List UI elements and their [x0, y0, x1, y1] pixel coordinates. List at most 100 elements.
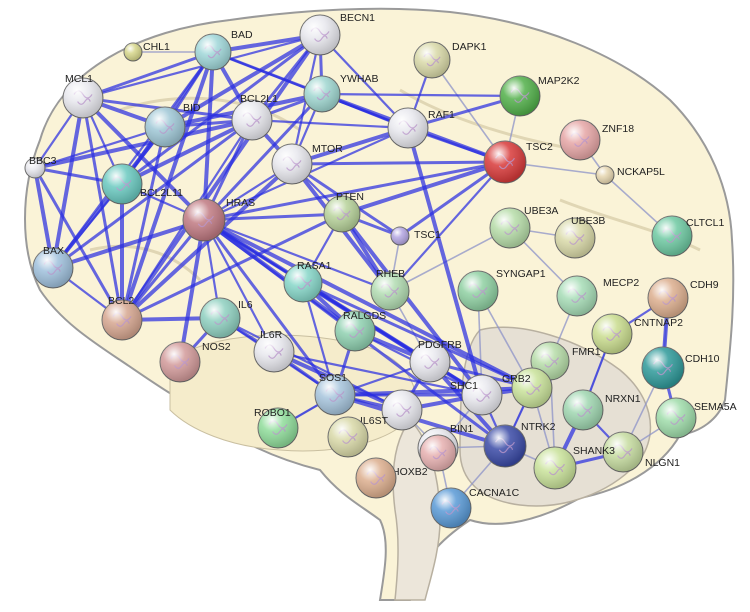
node-chl1[interactable]: CHL1: [123, 41, 170, 62]
node-znf18[interactable]: ZNF18: [559, 119, 634, 161]
node-gloss: [160, 342, 200, 382]
node-il6[interactable]: IL6: [199, 297, 253, 339]
node-label: NRXN1: [605, 393, 641, 405]
edge-hras-grb2: [203, 218, 533, 390]
node-sos1[interactable]: SOS1: [314, 372, 356, 416]
node-bid[interactable]: BID: [144, 102, 201, 148]
node-extra-orange[interactable]: [355, 457, 397, 499]
node-sema5a[interactable]: SEMA5A: [655, 397, 737, 439]
node-cdh10[interactable]: CDH10: [641, 346, 720, 390]
node-hras[interactable]: HRAS: [182, 197, 255, 242]
node-label: HRAS: [226, 197, 255, 209]
node-il6st-partner[interactable]: [327, 416, 369, 458]
node-gloss: [557, 276, 597, 316]
node-tsc2[interactable]: TSC2: [483, 140, 553, 184]
node-gloss: [656, 398, 696, 438]
node-hoxb2[interactable]: HOXB2: [392, 434, 457, 478]
node-gloss: [592, 314, 632, 354]
node-nos2[interactable]: NOS2: [159, 341, 231, 383]
node-syngap1[interactable]: SYNGAP1: [457, 268, 546, 312]
node-ywhab[interactable]: YWHAB: [303, 73, 379, 113]
node-gloss: [335, 311, 375, 351]
node-label: UBE3A: [524, 205, 558, 217]
node-map2k2[interactable]: MAP2K2: [499, 75, 580, 117]
node-cltcl1[interactable]: CLTCL1: [651, 215, 724, 257]
node-cdh9[interactable]: CDH9: [647, 277, 719, 319]
node-cntnap2[interactable]: CNTNAP2: [591, 313, 683, 355]
node-gloss: [414, 42, 450, 78]
node-dapk1[interactable]: DAPK1: [413, 41, 487, 79]
node-gloss: [102, 164, 142, 204]
node-nrxn1[interactable]: NRXN1: [562, 389, 641, 431]
node-pdgfrb[interactable]: PDGFRB: [409, 339, 462, 383]
edge-pten-bcl2: [121, 212, 343, 322]
node-gloss: [124, 43, 142, 61]
node-bcl2[interactable]: BCL2: [101, 295, 143, 341]
edge-becn1-bcl2l11: [121, 33, 321, 186]
node-becn1[interactable]: BECN1: [299, 12, 375, 56]
node-ube3a[interactable]: UBE3A: [489, 205, 558, 249]
node-gloss: [484, 141, 526, 183]
edge-tsc2-hras: [203, 160, 506, 222]
node-tsc1[interactable]: TSC1: [390, 226, 441, 246]
node-gloss: [490, 208, 530, 248]
node-ube3b[interactable]: UBE3B: [554, 215, 605, 259]
node-label: FMR1: [572, 346, 601, 358]
node-il6st[interactable]: IL6ST: [360, 389, 423, 431]
node-gloss: [652, 216, 692, 256]
node-gloss: [324, 196, 360, 232]
node-pten[interactable]: PTEN: [323, 191, 364, 233]
node-nckap5l[interactable]: NCKAP5L: [595, 165, 665, 185]
node-cacna1c[interactable]: CACNA1C: [430, 487, 520, 529]
node-label: NOS2: [202, 341, 231, 353]
node-mecp2[interactable]: MECP2: [556, 275, 639, 317]
node-ntrk2[interactable]: NTRK2: [483, 421, 556, 468]
node-mtor[interactable]: MTOR: [271, 143, 343, 185]
node-gloss: [410, 342, 450, 382]
node-gloss: [25, 158, 45, 178]
node-bad[interactable]: BAD: [194, 29, 253, 71]
node-label: BIN1: [450, 423, 474, 435]
node-raf1[interactable]: RAF1: [387, 107, 455, 149]
node-rheb[interactable]: RHEB: [370, 268, 410, 311]
node-grb2[interactable]: GRB2: [502, 367, 553, 409]
node-gloss: [315, 375, 355, 415]
node-gloss: [391, 227, 409, 245]
edge-bad-mcl1: [82, 50, 214, 100]
node-gloss: [284, 264, 322, 302]
node-bcl2l1[interactable]: BCL2L1: [231, 93, 278, 141]
node-label: MECP2: [603, 277, 639, 289]
node-bbc3[interactable]: BBC3: [24, 155, 57, 179]
node-gloss: [300, 15, 340, 55]
node-il6r[interactable]: IL6R: [253, 329, 295, 373]
node-label: RHEB: [376, 268, 405, 280]
node-shank3[interactable]: SHANK3: [533, 445, 615, 490]
node-label: MTOR: [312, 143, 343, 155]
node-label: BAD: [231, 29, 253, 41]
node-bax[interactable]: BAX: [32, 245, 74, 289]
edge-mcl1-bax: [51, 97, 85, 269]
node-label: NTRK2: [521, 421, 556, 433]
edge-tsc2-rheb: [389, 161, 506, 292]
edge-rasa1-grb2: [302, 281, 533, 390]
node-mcl1[interactable]: MCL1: [62, 73, 104, 119]
node-shc1[interactable]: SHC1: [450, 374, 503, 416]
node-ralgds[interactable]: RALGDS: [334, 310, 386, 352]
node-label: BCL2L1: [240, 93, 278, 105]
node-label: CNTNAP2: [634, 317, 683, 329]
node-label: BCL2L11: [140, 187, 183, 199]
node-robo1[interactable]: ROBO1: [254, 407, 299, 449]
edge-bcl2l1-raf1: [251, 118, 409, 130]
edge-ube3a-rheb: [389, 227, 511, 292]
edge-mtor-tsc2: [291, 160, 506, 166]
node-bcl2l11[interactable]: BCL2L11: [101, 163, 183, 205]
node-rasa1[interactable]: RASA1: [283, 260, 332, 303]
node-gloss: [431, 488, 471, 528]
node-label: CDH9: [690, 279, 719, 291]
edge-il6r-shc1: [273, 350, 483, 397]
edge-hras-rheb: [203, 218, 391, 293]
node-label: HOXB2: [392, 466, 428, 478]
node-nlgn1[interactable]: NLGN1: [602, 431, 680, 473]
